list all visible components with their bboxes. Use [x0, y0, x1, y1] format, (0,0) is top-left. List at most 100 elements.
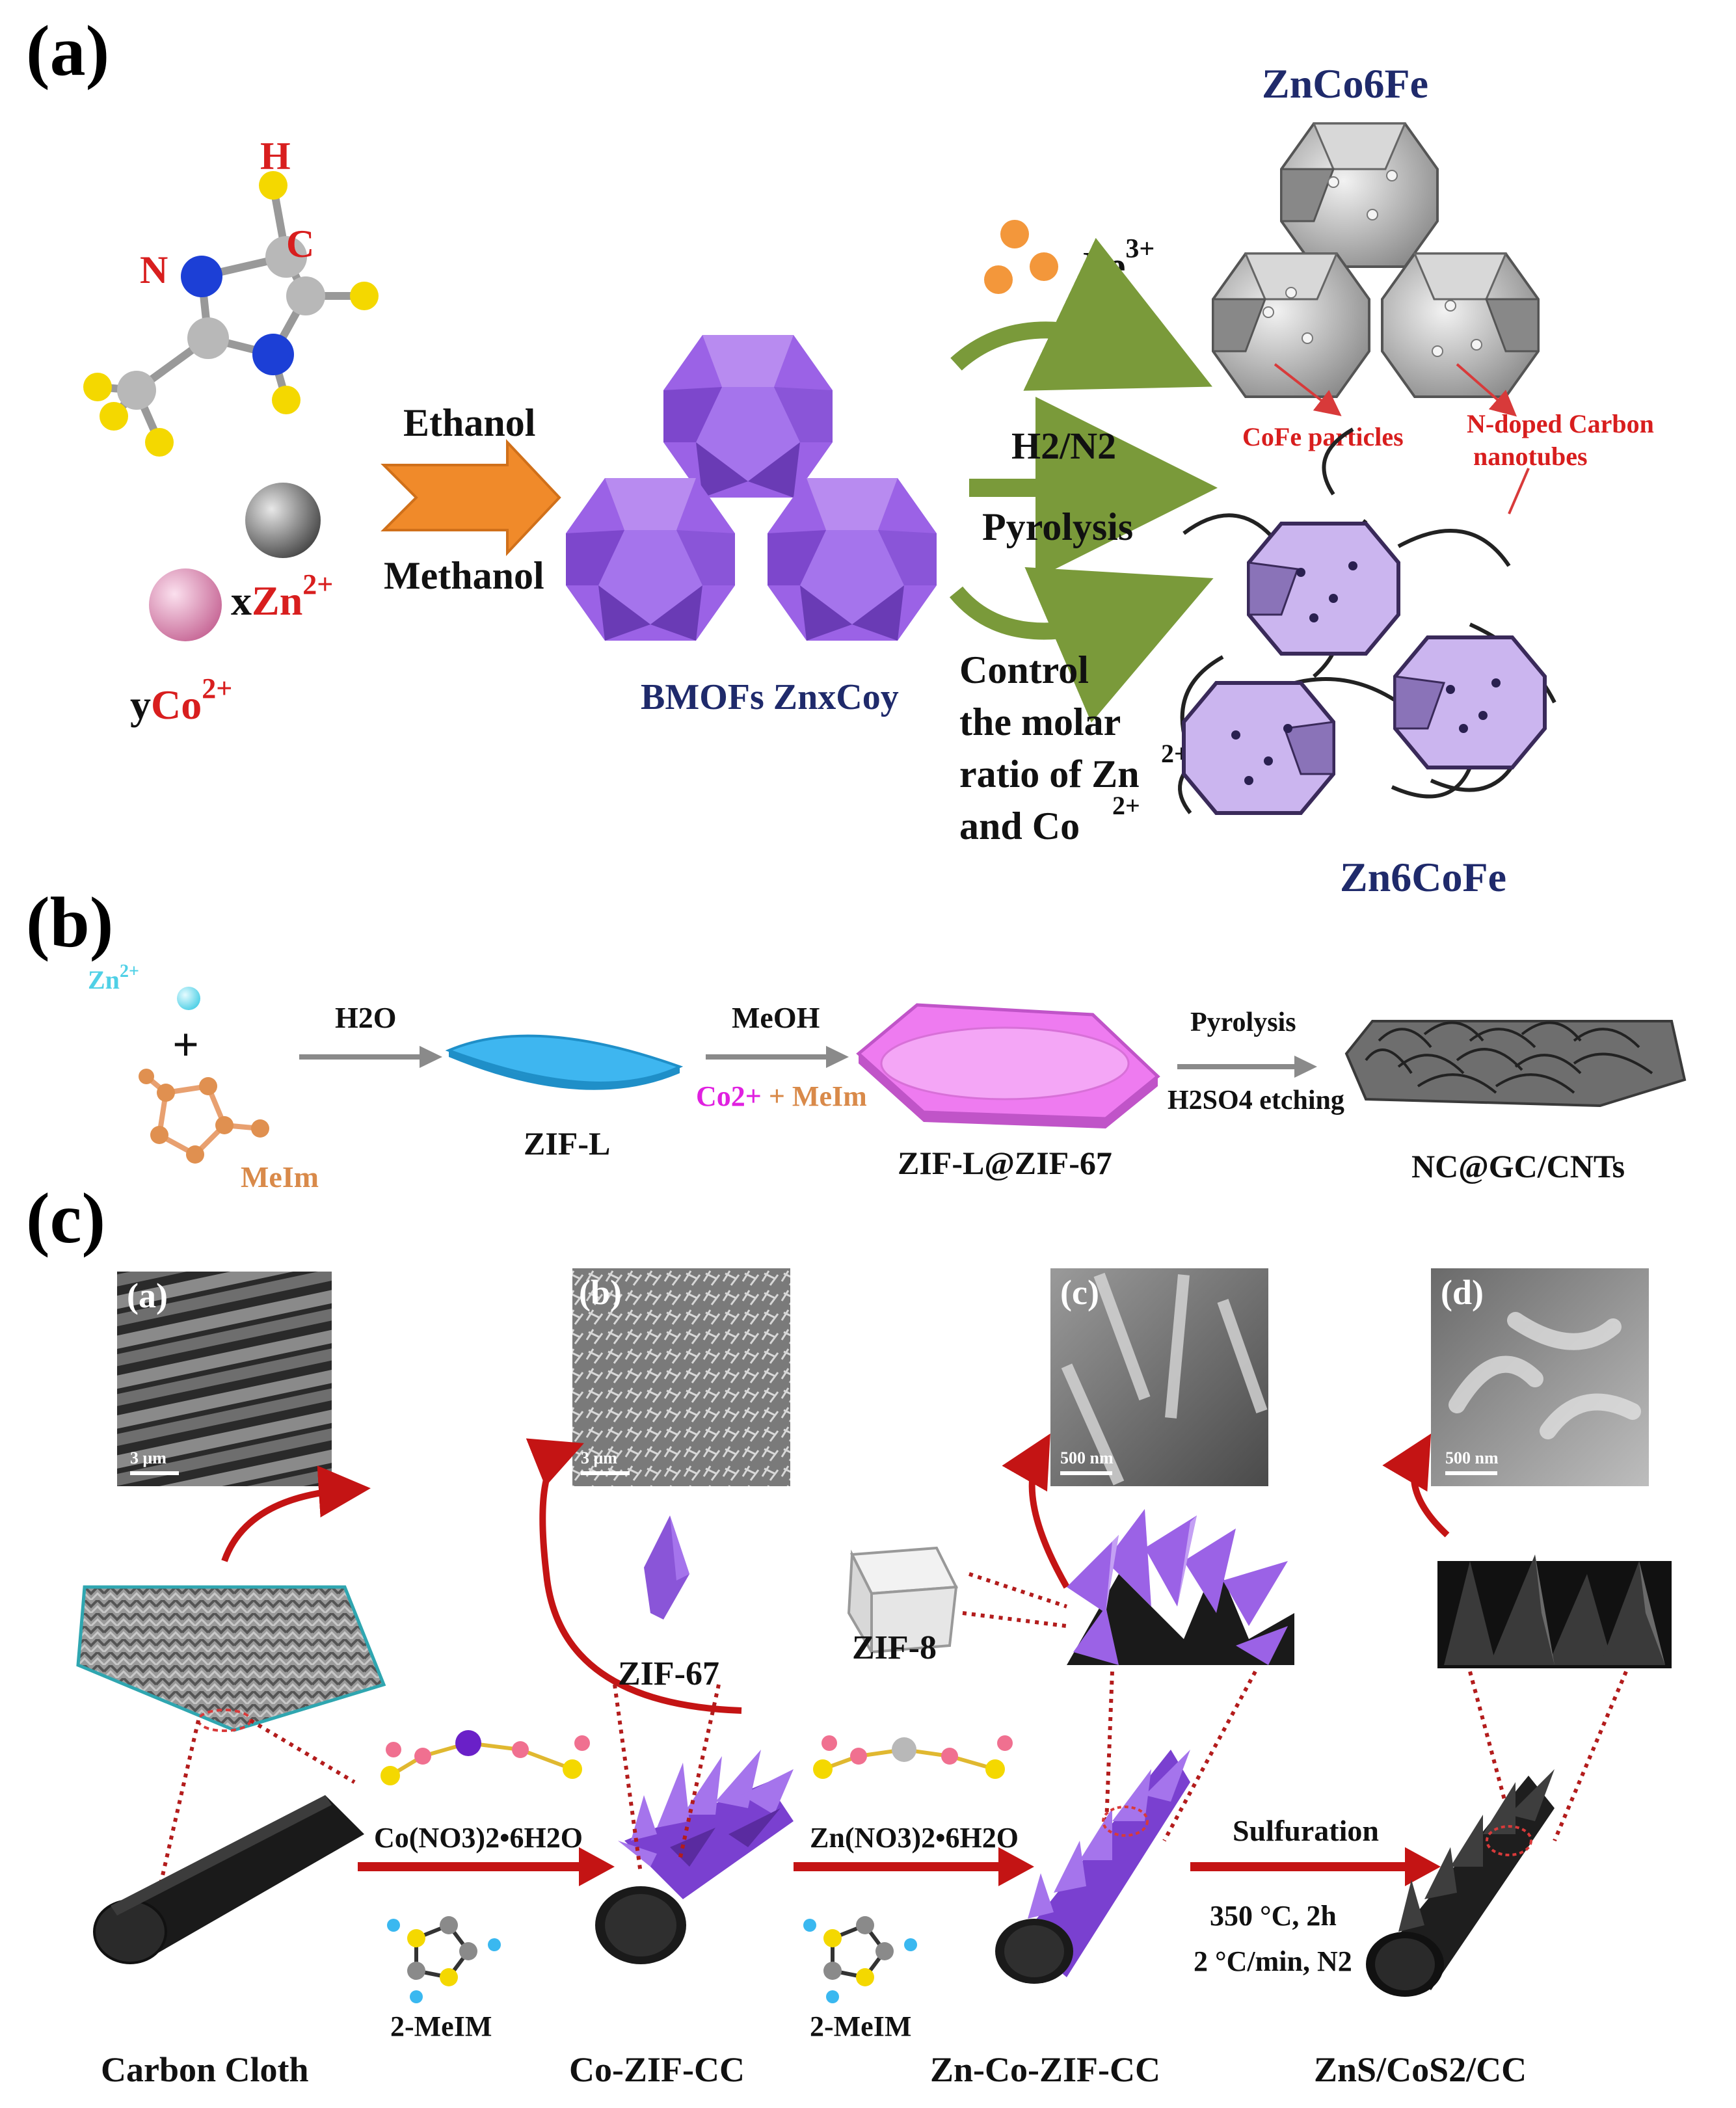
- zif-l-leaf-edge: [449, 1050, 680, 1090]
- fe-ion-sphere: [1030, 252, 1058, 281]
- annot-particles: CoFe particles: [1242, 422, 1404, 451]
- bmof-polyhedron: [566, 478, 735, 641]
- control-text: Control the molar ratio of Zn and Co: [959, 648, 1149, 847]
- sem-scale: 3 μm: [581, 1448, 617, 1467]
- panel-a-label: (a): [26, 11, 109, 90]
- sulfuration-condition-2: 2 °C/min, N2: [1194, 1945, 1352, 1977]
- red-curved-arrow: [1002, 1433, 1070, 1589]
- reagent-co: Co(NO3)2•6H2O: [374, 1822, 583, 1854]
- reagent-molecule-co: [381, 1730, 590, 1785]
- ligand-label-2: 2-MeIM: [810, 2010, 911, 2042]
- step2-label: MeOH: [732, 1001, 820, 1034]
- zn-ion-sphere: [245, 483, 321, 558]
- c-atom: [265, 236, 307, 278]
- product-bottom-label: Zn6CoFe: [1340, 854, 1506, 900]
- sem-tag: (b): [579, 1273, 622, 1312]
- panel-a: (a): [26, 11, 1654, 900]
- annot-nanotubes-line2: nanotubes: [1473, 442, 1588, 471]
- gas-label: H2/N2: [1011, 425, 1116, 467]
- c-atom: [286, 276, 325, 315]
- solvent-methanol: Methanol: [384, 554, 544, 597]
- step3-bottom-label: H2SO4 etching: [1168, 1086, 1344, 1115]
- meim-label: MeIm: [241, 1160, 319, 1194]
- co-ion-sphere: [149, 568, 222, 641]
- gray-arrowhead: [420, 1046, 442, 1068]
- sulfide-closeup: [1437, 1554, 1672, 1668]
- atom-label-h: H: [260, 135, 291, 178]
- zif67-label: ZIF-67: [618, 1655, 719, 1692]
- meim-atoms: [139, 1069, 269, 1164]
- green-curved-arrow-top: [950, 237, 1213, 391]
- c-atom: [117, 371, 156, 410]
- red-curved-arrow: [221, 1465, 371, 1562]
- annot-pointer-cnt: [1508, 468, 1530, 514]
- n-atom: [181, 256, 222, 297]
- panel-c: (c) (a) 3 μm (b) 3 μm (c) 500 nm: [26, 1179, 1672, 2089]
- sem-tag: (d): [1441, 1273, 1484, 1312]
- sem-image-c: (c) 500 nm: [1050, 1268, 1268, 1486]
- cnt-polyhedra-cluster: [1178, 427, 1556, 815]
- red-curved-arrow: [526, 1438, 742, 1714]
- red-step-arrowhead: [998, 1847, 1034, 1886]
- gray-arrowhead: [1294, 1056, 1317, 1078]
- step2-sublabel: Co2+ + MeIm: [696, 1080, 867, 1112]
- gray-arrowhead: [826, 1046, 849, 1068]
- scale-bar: [581, 1471, 630, 1475]
- zn-co-zif-cc-rod: [995, 1750, 1190, 1984]
- h-atom: [100, 402, 128, 431]
- methylimidazole-molecule: H C N: [83, 135, 379, 457]
- product-top-label: ZnCo6Fe: [1262, 60, 1428, 107]
- panel-b-label: (b): [26, 883, 113, 962]
- bmof-polyhedron: [768, 478, 937, 641]
- panel-b: (b) Zn2+ + MeIm H2O ZIF-L MeOH Co2+ + Me…: [26, 883, 1687, 1194]
- h-atom: [145, 428, 174, 457]
- sem-tag: (a): [127, 1276, 168, 1315]
- zif67-crystal: [644, 1515, 689, 1620]
- carbon-cloth-sheet: [76, 1585, 386, 1732]
- bmof-polyhedron: [663, 335, 833, 498]
- ligand-molecule: [387, 1916, 501, 2003]
- ligand-molecule: [803, 1916, 917, 2003]
- reagent-zn: Zn(NO3)2•6H2O: [810, 1822, 1019, 1854]
- carbon-fiber-rod: [93, 1795, 364, 1964]
- sem-scale: 500 nm: [1060, 1448, 1114, 1467]
- pyrolysis-label: Pyrolysis: [982, 505, 1133, 548]
- step-label-zn-co-zif-cc: Zn-Co-ZIF-CC: [930, 2050, 1160, 2089]
- fe-ion-label: Fe3+: [1083, 234, 1155, 289]
- reagent-molecule-zn: [813, 1735, 1013, 1779]
- fe-ion-sphere: [984, 265, 1013, 294]
- step3-top-label: Pyrolysis: [1190, 1007, 1296, 1037]
- step-label-co-zif-cc: Co-ZIF-CC: [569, 2050, 745, 2089]
- orange-arrow: [381, 438, 561, 557]
- sem-image-b: (b) 3 μm: [572, 1268, 790, 1486]
- co-ion-label: yCo2+: [130, 673, 232, 728]
- green-curved-arrow-bottom: [949, 567, 1214, 723]
- step1-label: H2O: [335, 1001, 397, 1034]
- bmof-label: BMOFs ZnxCoy: [641, 677, 899, 717]
- sem-image-a: (a) 3 μm: [117, 1272, 332, 1486]
- h-atom: [259, 171, 287, 200]
- sem-scale: 3 μm: [130, 1448, 167, 1467]
- zn-ion-label-b: Zn2+: [88, 961, 139, 994]
- n-atom: [252, 334, 294, 375]
- c-atom: [187, 317, 229, 359]
- annot-pointer-particles: [1274, 363, 1342, 416]
- red-step-arrowhead: [579, 1847, 615, 1886]
- sulfuration-condition-1: 350 °C, 2h: [1210, 1900, 1337, 1932]
- ligand-label-1: 2-MeIM: [390, 2010, 492, 2042]
- sem-tag: (c): [1060, 1273, 1099, 1312]
- sem-image-d: (d) 500 nm: [1431, 1268, 1649, 1486]
- plus-sign: +: [172, 1019, 199, 1071]
- h-atom: [272, 386, 300, 414]
- sulfuration-label: Sulfuration: [1233, 1814, 1379, 1847]
- step-label-zns-cos2-cc: ZnS/CoS2/CC: [1314, 2050, 1527, 2089]
- atom-label-n: N: [140, 248, 168, 291]
- control-co-charge: 2+: [1112, 791, 1140, 820]
- coFe-nanoparticle-cluster: [1212, 122, 1540, 398]
- annot-pointer-nanotubes: [1456, 363, 1517, 417]
- fe-ion-sphere: [1000, 220, 1029, 248]
- nc-gc-cnts-sheet: [1344, 1020, 1687, 1108]
- zn-ion-sphere-b: [177, 987, 200, 1010]
- zifl-zif67-label: ZIF-L@ZIF-67: [898, 1145, 1112, 1181]
- product-b-label: NC@GC/CNTs: [1411, 1148, 1625, 1184]
